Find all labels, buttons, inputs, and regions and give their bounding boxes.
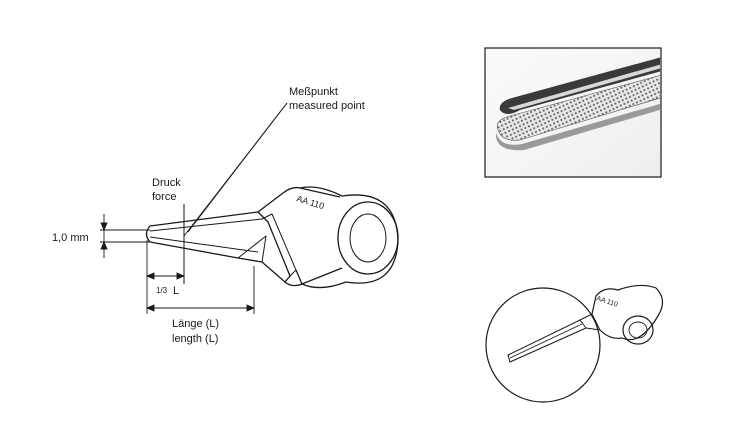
- label-length: length (L): [172, 333, 218, 345]
- detail-ring-inner: [628, 321, 648, 339]
- photo-lower-jaw: [495, 103, 660, 151]
- upper-prong: [149, 186, 341, 227]
- label-force: force: [152, 191, 176, 203]
- engraving-main: AA 110: [295, 193, 325, 211]
- tip-end: [145, 225, 151, 243]
- detail-bend: [579, 313, 601, 331]
- bend-upper: [257, 211, 291, 283]
- bend-crossbar: [237, 235, 267, 263]
- label-measured-point: measured point: [289, 100, 365, 112]
- detail-inset: [485, 284, 664, 403]
- label-laenge: Länge (L): [172, 318, 219, 330]
- engraving-detail: AA 110: [595, 295, 618, 309]
- lower-prong-inner: [149, 236, 259, 253]
- lower-prong: [149, 241, 343, 287]
- handle-ring-inner: [349, 213, 387, 263]
- label-messpunkt: Meßpunkt: [289, 86, 338, 98]
- third-length-dimension: [145, 240, 186, 314]
- label-thickness: 1,0 mm: [52, 232, 89, 244]
- label-third-L: L: [173, 285, 179, 297]
- label-druck: Druck: [152, 177, 181, 189]
- bend-lower: [261, 213, 297, 277]
- detail-ring-outer: [622, 315, 654, 345]
- handle-ring-outer: [337, 201, 399, 275]
- photo-serration: [496, 75, 660, 141]
- magnifier-circle: [485, 287, 601, 403]
- thickness-dimension: [100, 214, 150, 258]
- upper-prong-inner: [149, 218, 263, 232]
- label-third-fraction: 1/3: [156, 286, 168, 295]
- detail-handle: [591, 284, 664, 341]
- length-dimension: [145, 266, 256, 314]
- tip-photo-inset: [484, 47, 662, 178]
- measured-point-leaders: [183, 102, 288, 237]
- main-tweezers-drawing: [145, 186, 399, 289]
